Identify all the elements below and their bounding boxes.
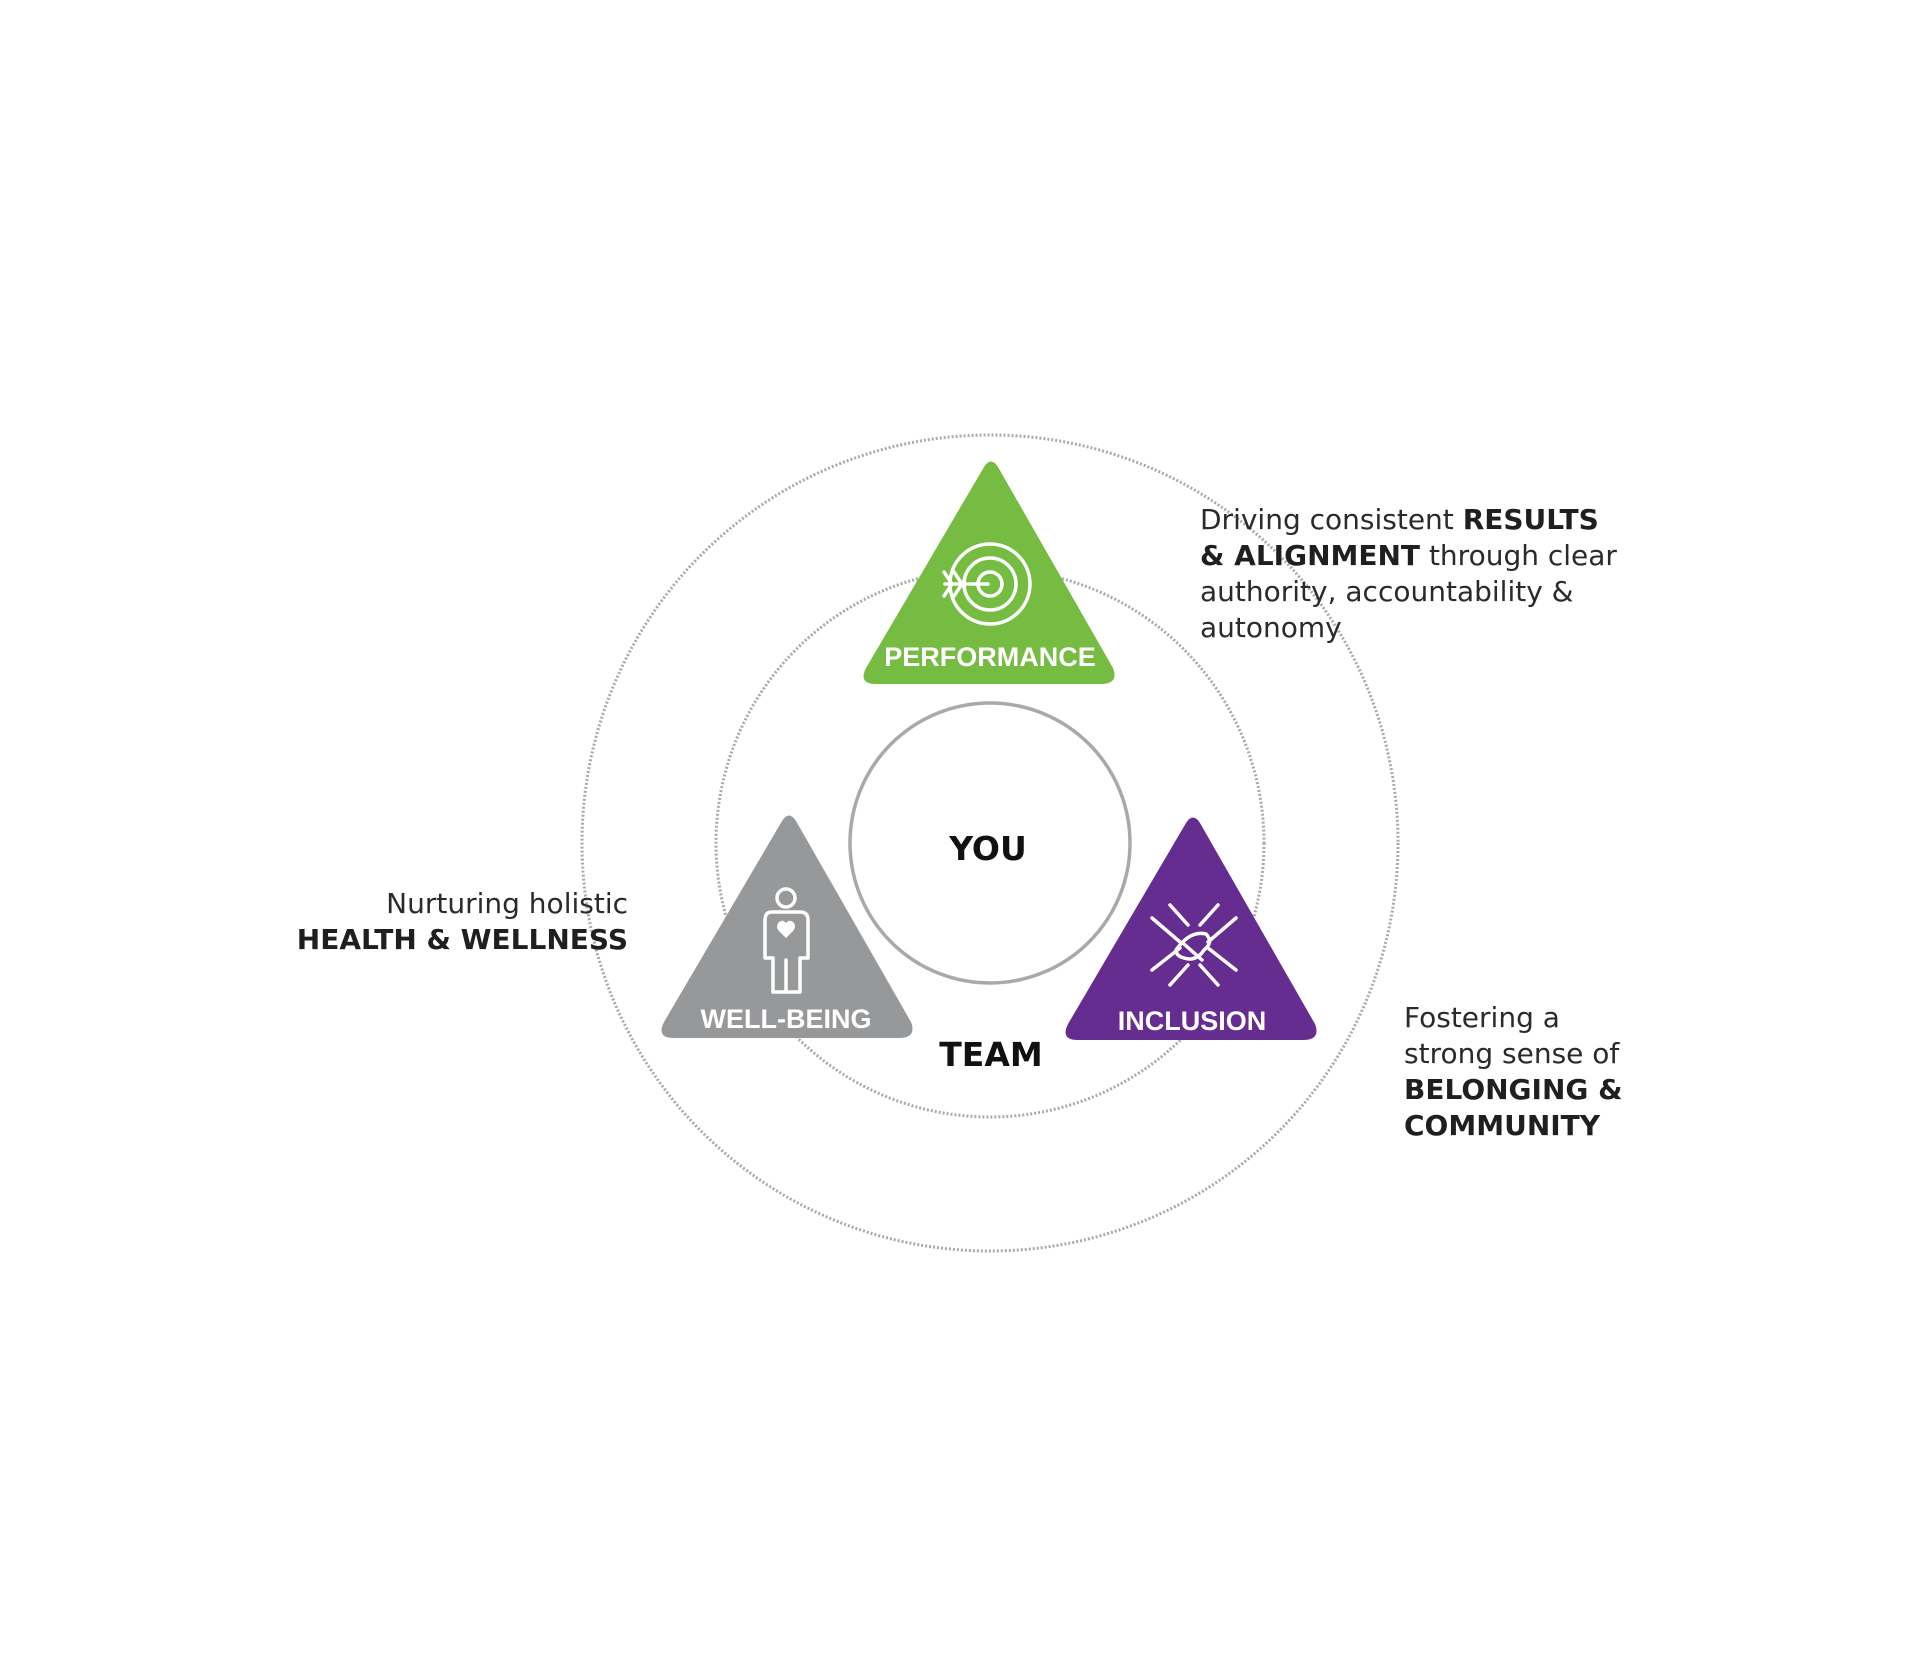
wellbeing-desc-line: Nurturing holistic <box>386 887 628 920</box>
person-heart-icon <box>763 887 810 994</box>
inclusion-desc-line: Fostering a <box>1404 1001 1560 1034</box>
performance-description: Driving consistent RESULTS & ALIGNMENT t… <box>1200 502 1700 646</box>
inner-ring <box>848 701 1132 985</box>
inclusion-pillar: INCLUSION <box>1065 817 1317 1040</box>
inclusion-desc-line: BELONGING & <box>1404 1072 1704 1108</box>
middle-ring <box>714 567 1266 1119</box>
target-arrow-icon <box>942 542 1032 626</box>
inclusion-desc-line: COMMUNITY <box>1404 1108 1704 1144</box>
performance-desc-line: Driving consistent RESULTS <box>1200 502 1700 538</box>
desc-emphasis: RESULTS <box>1462 503 1599 536</box>
desc-emphasis: HEALTH & WELLNESS <box>296 923 628 956</box>
you-label: YOU <box>948 829 1027 868</box>
desc-emphasis: BELONGING & <box>1404 1073 1623 1106</box>
performance-pillar: PERFORMANCE <box>863 461 1115 684</box>
desc-emphasis: COMMUNITY <box>1404 1109 1601 1142</box>
desc-emphasis: & ALIGNMENT <box>1200 539 1421 572</box>
team-label: TEAM <box>939 1035 1042 1074</box>
desc-text: through clear <box>1420 539 1617 572</box>
desc-text: Driving consistent <box>1200 503 1463 536</box>
performance-desc-line: authority, accountability & <box>1200 575 1574 608</box>
performance-label: PERFORMANCE <box>884 642 1096 672</box>
wellbeing-label: WELL-BEING <box>701 1004 872 1034</box>
performance-desc-line: & ALIGNMENT through clear <box>1200 538 1700 574</box>
wellbeing-description: Nurturing holistic HEALTH & WELLNESS <box>240 886 628 958</box>
performance-desc-line: autonomy <box>1200 611 1342 644</box>
wellbeing-pillar: WELL-BEING <box>661 815 913 1038</box>
inclusion-description: Fostering a strong sense of BELONGING & … <box>1404 1000 1704 1144</box>
stacked-hands-icon <box>1150 903 1238 987</box>
wellbeing-desc-line: HEALTH & WELLNESS <box>240 922 628 958</box>
inclusion-label: INCLUSION <box>1118 1006 1267 1036</box>
inclusion-triangle <box>1065 817 1317 1040</box>
outer-ring <box>580 433 1400 1253</box>
inclusion-desc-line: strong sense of <box>1404 1037 1620 1070</box>
